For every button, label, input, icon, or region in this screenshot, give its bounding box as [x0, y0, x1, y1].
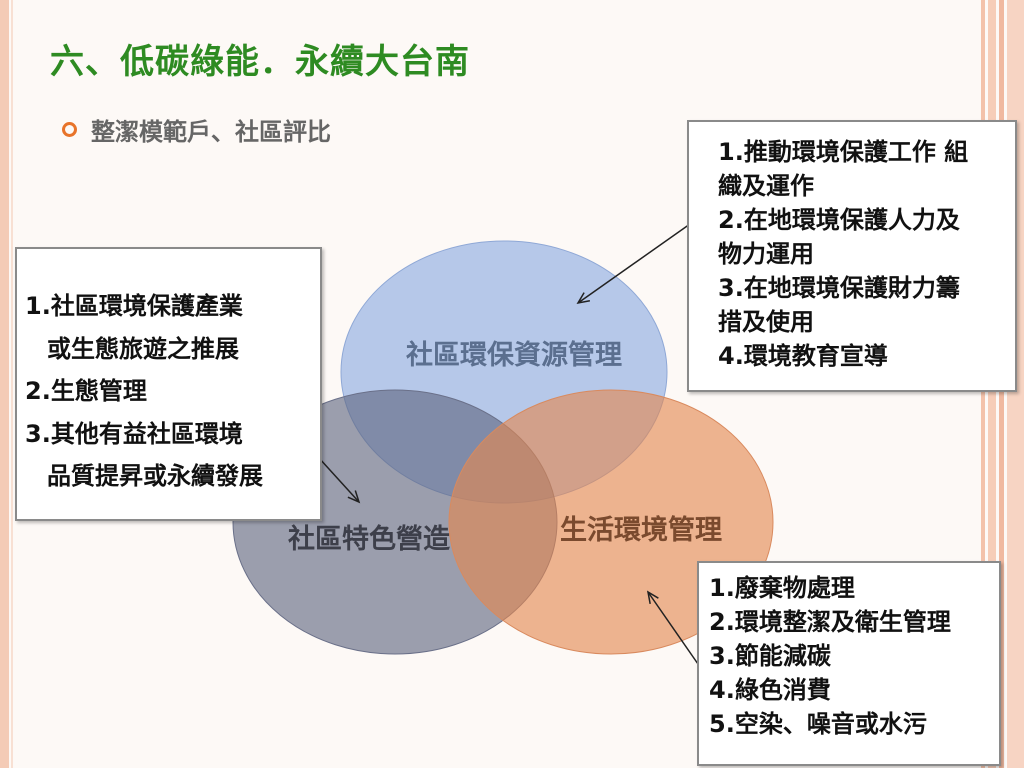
box-line: 物力運用: [718, 240, 814, 268]
arrow-top-right: [576, 223, 691, 305]
box-line: 2.在地環境保護人力及: [718, 206, 960, 234]
box-line: 織及運作: [718, 172, 814, 200]
bullet-text: 整潔模範戶、社區評比: [91, 117, 331, 146]
text-box-community-features: 1.社區環境保護產業 或生態旅遊之推展 2.生態管理 3.其他有益社區環境 品質…: [15, 247, 322, 521]
circle-label-bottom-left: 社區特色營造: [288, 523, 450, 555]
box-line: 4.環境教育宣導: [718, 342, 888, 370]
box-line: 2.生態管理: [25, 377, 147, 405]
box-line: 3.在地環境保護財力籌: [718, 274, 960, 302]
left-border-decoration-thin: [11, 0, 13, 768]
box-line: 或生態旅遊之推展: [47, 334, 239, 363]
slide-title: 六、低碳綠能．永續大台南: [50, 42, 470, 82]
circle-living-environment: [448, 389, 774, 655]
box-line: 3.節能減碳: [709, 642, 831, 670]
arrow-left: [318, 457, 361, 504]
circle-label-bottom-right: 生活環境管理: [560, 515, 722, 546]
left-border-decoration: [0, 0, 9, 768]
text-box-living-environment: 1.廢棄物處理 2.環境整潔及衛生管理 3.節能減碳 4.綠色消費 5.空染、噪…: [697, 561, 1001, 766]
box-line: 品質提昇或永續發展: [47, 462, 263, 490]
circle-label-top: 社區環保資源管理: [406, 339, 622, 371]
circle-bullet-icon: [62, 121, 77, 137]
box-line: 5.空染、噪音或水污: [709, 710, 927, 738]
bullet-item: 整潔模範戶、社區評比: [62, 114, 331, 146]
text-box-resource-management: 1.推動環境保護工作 組 織及運作 2.在地環境保護人力及 物力運用 3.在地環…: [687, 120, 1017, 392]
box-line: 措及使用: [718, 308, 814, 336]
box-line: 1.推動環境保護工作 組: [718, 138, 969, 166]
box-line: 4.綠色消費: [709, 676, 831, 704]
box-line: 3.其他有益社區環境: [25, 419, 243, 448]
box-line: 2.環境整潔及衛生管理: [709, 608, 951, 636]
box-line: 1.社區環境保護產業: [25, 292, 243, 320]
arrow-bottom-right: [646, 590, 699, 665]
box-line: 1.廢棄物處理: [709, 574, 855, 602]
